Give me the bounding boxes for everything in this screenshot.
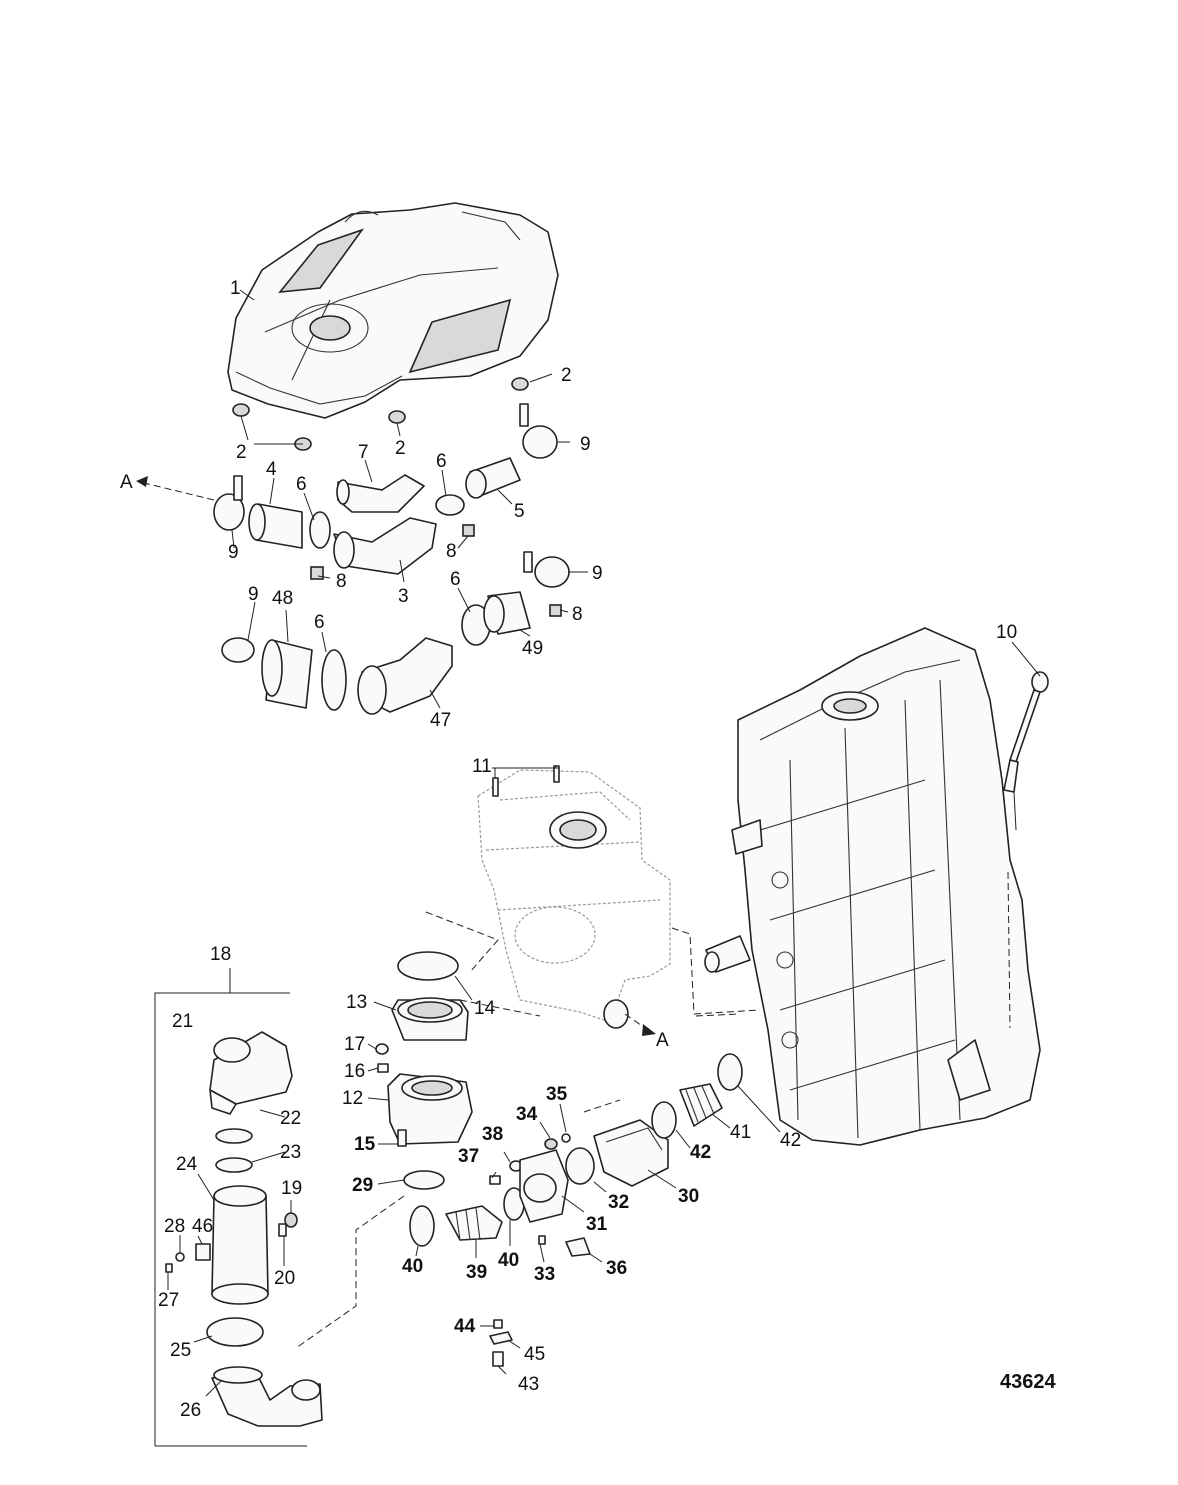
callout-27: 27 [158, 1290, 179, 1311]
callout-3: 3 [398, 586, 409, 607]
callout-9: 9 [228, 542, 239, 563]
callout-37: 37 [458, 1146, 479, 1167]
callout-23: 23 [280, 1142, 301, 1163]
callout-8: 8 [446, 541, 457, 562]
callout-21: 21 [172, 1011, 193, 1032]
leader-lines [167, 289, 1041, 1397]
callout-4: 4 [266, 459, 277, 480]
lower-hoses [221, 551, 570, 715]
callout-6: 6 [314, 612, 325, 633]
callout-8: 8 [336, 571, 347, 592]
callout-40: 40 [402, 1256, 423, 1277]
callout-46: 46 [192, 1216, 213, 1237]
callout-9: 9 [592, 563, 603, 584]
callout-40: 40 [498, 1250, 519, 1271]
arrow-a-left-icon [136, 476, 148, 487]
callout-11: 11 [472, 756, 492, 777]
figure-number: 43624 [1000, 1371, 1056, 1393]
callout-6: 6 [450, 569, 461, 590]
callout-9: 9 [580, 434, 591, 455]
callout-7: 7 [358, 442, 369, 463]
callout-32: 32 [608, 1192, 629, 1213]
callout-41: 41 [730, 1122, 751, 1143]
callout-33: 33 [534, 1264, 555, 1285]
callout-a-left: A [120, 472, 133, 493]
intake-hoses [213, 403, 562, 617]
callout-36: 36 [606, 1258, 627, 1279]
callout-34: 34 [516, 1104, 538, 1125]
callout-30: 30 [678, 1186, 699, 1207]
callout-20: 20 [274, 1268, 295, 1289]
callout-6: 6 [436, 451, 447, 472]
callout-13: 13 [346, 992, 367, 1013]
callout-1: 1 [230, 278, 241, 299]
callout-25: 25 [170, 1340, 191, 1361]
callout-2: 2 [395, 438, 406, 459]
callout-22: 22 [280, 1108, 301, 1129]
callout-17: 17 [344, 1034, 365, 1055]
callout-14: 14 [474, 998, 496, 1019]
callout-49: 49 [522, 638, 543, 659]
callout-2: 2 [236, 442, 247, 463]
callout-9: 9 [248, 584, 259, 605]
callout-15: 15 [354, 1134, 376, 1155]
callout-42: 42 [690, 1142, 711, 1163]
callout-12: 12 [342, 1088, 363, 1109]
callout-28: 28 [164, 1216, 185, 1237]
callout-38: 38 [482, 1124, 503, 1145]
callout-labels: 1 2 2 2 2 3 4 5 6 6 6 6 7 8 8 8 9 9 9 9 … [120, 278, 1017, 1421]
routing-lines [136, 476, 1011, 1349]
callout-a-right: A [656, 1030, 669, 1051]
callout-43: 43 [518, 1374, 539, 1395]
reference-assembly [477, 769, 671, 1029]
callout-45: 45 [524, 1344, 545, 1365]
callout-31: 31 [586, 1214, 608, 1235]
engine-cover [227, 202, 559, 419]
callout-10: 10 [996, 622, 1017, 643]
callout-47: 47 [430, 710, 451, 731]
callout-42: 42 [780, 1130, 801, 1151]
callout-39: 39 [466, 1262, 487, 1283]
callout-26: 26 [180, 1400, 201, 1421]
callout-8: 8 [572, 604, 583, 625]
callout-29: 29 [352, 1175, 373, 1196]
callout-16: 16 [344, 1061, 365, 1082]
callout-48: 48 [272, 588, 293, 609]
inset-assembly [154, 992, 323, 1447]
callout-18: 18 [210, 944, 231, 965]
callout-24: 24 [176, 1154, 198, 1175]
callout-44: 44 [454, 1316, 476, 1337]
arrow-a-right-icon [642, 1024, 656, 1036]
callout-5: 5 [514, 501, 525, 522]
dipstick [1003, 671, 1049, 831]
callout-35: 35 [546, 1084, 568, 1105]
engine-block [704, 627, 1041, 1146]
callout-6: 6 [296, 474, 307, 495]
throttle-components [375, 951, 743, 1367]
callout-2: 2 [561, 365, 572, 386]
callout-19: 19 [281, 1178, 302, 1199]
